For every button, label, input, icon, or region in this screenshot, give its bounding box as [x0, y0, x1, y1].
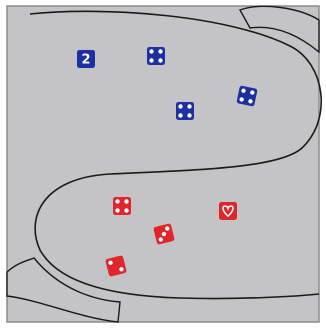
pip: [115, 208, 119, 212]
piece-number-label: 2: [81, 53, 90, 68]
pip: [124, 208, 128, 212]
pip: [158, 49, 162, 53]
pip: [149, 58, 153, 62]
piece-body: [176, 102, 194, 120]
pip: [149, 49, 153, 53]
piece-body: [147, 47, 165, 65]
piece-blue-4c[interactable]: [236, 85, 257, 106]
piece-blue-2[interactable]: 2: [77, 50, 95, 68]
piece-red-heart[interactable]: [219, 202, 237, 220]
pip: [187, 104, 191, 108]
pip: [178, 104, 182, 108]
piece-blue-4b[interactable]: [176, 102, 194, 120]
piece-body: [236, 85, 257, 106]
piece-red-4[interactable]: [113, 197, 131, 215]
pip: [115, 199, 119, 203]
piece-blue-4a[interactable]: [147, 47, 165, 65]
pip: [158, 58, 162, 62]
pip: [124, 199, 128, 203]
piece-body: [113, 197, 131, 215]
pip: [187, 113, 191, 117]
pip: [178, 113, 182, 117]
